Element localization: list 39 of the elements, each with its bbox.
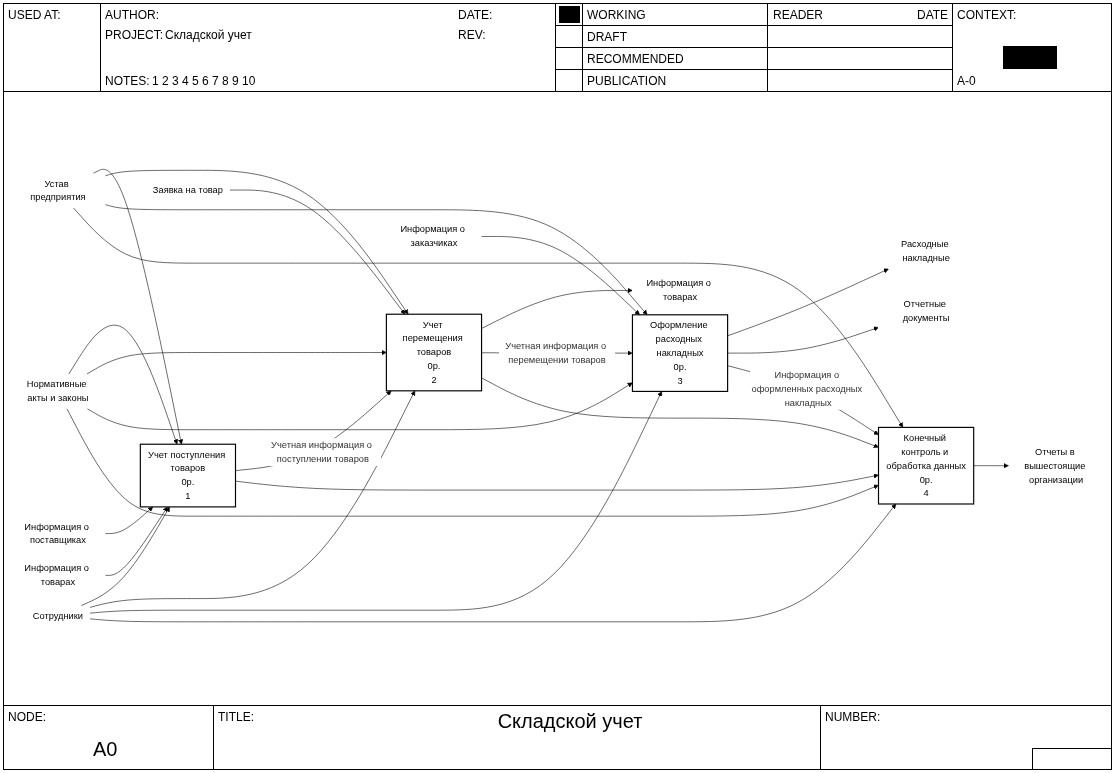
frame-label: READER [773, 8, 823, 22]
diagram-title: Складской учет [496, 710, 644, 733]
frame-label: 1 2 3 4 5 6 7 8 9 10 [152, 74, 256, 88]
frame-label: PROJECT: [105, 28, 163, 42]
frame-label: RECOMMENDED [587, 52, 684, 66]
node-text: Информация о заказчиках [400, 224, 465, 249]
node-text: Отчетные документы [902, 299, 950, 324]
frame-label: CONTEXT: [957, 8, 1017, 22]
frame-label: DATE: [458, 8, 493, 22]
node-text: Информация о поставщиках [24, 521, 89, 546]
frame-label: NODE: [8, 710, 46, 724]
frame-label: REV: [458, 28, 486, 42]
frame-label: TITLE: [218, 710, 254, 724]
node-box: Учет перемещения товаров 0р. 2 [385, 313, 483, 392]
frame-label: NOTES: [105, 74, 150, 88]
frame-label: PUBLICATION [587, 74, 667, 88]
node-text: Расходные накладные [901, 239, 950, 264]
frame-label: A-0 [957, 74, 976, 88]
frame-label: NUMBER: [825, 710, 881, 724]
node-text: Заявка на товар [152, 184, 223, 195]
edge-label: Информация о оформленных расходных накладных [751, 369, 863, 408]
node-number: A0 [93, 738, 118, 761]
node-text: Отчеты в вышестоящие организации [1024, 446, 1086, 485]
frame-label: Складской учет [165, 28, 252, 42]
frame-label: DRAFT [587, 30, 627, 44]
node-text: Устав предприятия [30, 178, 86, 203]
frame-label: AUTHOR: [105, 8, 159, 22]
node-text: Информация о товарах [24, 563, 89, 588]
frame-label: WORKING [587, 8, 646, 22]
node-box: Оформление расходных накладных 0р. 3 [631, 314, 729, 393]
frame-label: USED AT: [8, 8, 61, 22]
node-box: Учет поступления товаров 0р. 1 [139, 443, 237, 508]
node-text: Сотрудники [32, 610, 84, 621]
frame-label: DATE [917, 8, 949, 22]
node-box: Конечный контроль и обработка данных 0р. 4 [877, 426, 975, 505]
edge-label: Учетная информация о поступлении товаров [271, 440, 372, 464]
edge-label: Учетная информация о перемещении товаров [505, 341, 607, 365]
node-text: Нормативные акты и законы [26, 379, 89, 404]
node-text: Информация о товарах [646, 278, 712, 303]
